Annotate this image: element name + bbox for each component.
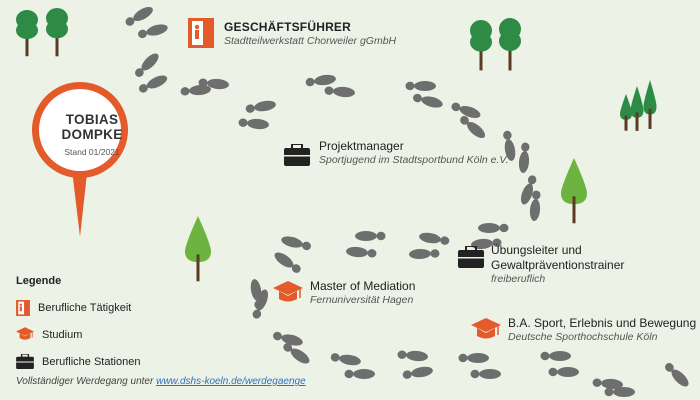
tree	[630, 86, 644, 131]
footprint	[604, 387, 635, 397]
footprint	[355, 231, 386, 241]
footprint	[665, 363, 689, 387]
footprint	[478, 223, 509, 233]
footprint	[324, 86, 355, 98]
tree	[620, 94, 632, 131]
footer-text: Vollständiger Werdegang unter	[16, 376, 157, 387]
station-subtitle: Sportjugend im Stadtsportbund Köln e.V.	[319, 154, 509, 166]
footprint	[470, 369, 501, 379]
footprint	[135, 53, 159, 77]
stand-date: Stand 01/2021	[64, 147, 120, 157]
footprint	[180, 84, 211, 96]
footprint	[245, 100, 276, 113]
footer: Vollständiger Werdegang unter www.dshs-k…	[16, 376, 306, 387]
station-master-mediation: Master of Mediation Fernuniversität Hage…	[310, 279, 415, 307]
footprint-path	[125, 7, 689, 397]
station-ba-sport: B.A. Sport, Erlebnis und Bewegung Deutsc…	[508, 316, 696, 344]
footprint	[125, 7, 153, 26]
footer-link[interactable]: www.dshs-koeln.de/werdegaenge	[156, 376, 306, 387]
tree	[499, 18, 521, 71]
footprint	[274, 252, 301, 273]
station-title: Übungsleiter und Gewaltpräventionstraine…	[491, 243, 625, 272]
station-subtitle: Deutsche Sporthochschule Köln	[508, 331, 658, 343]
door-icon	[188, 18, 214, 48]
footprint	[138, 75, 168, 93]
footprint	[252, 289, 269, 319]
person-last-name: DOMPKE	[61, 127, 123, 142]
station-uebungsleiter: Übungsleiter und Gewaltpräventionstraine…	[491, 243, 700, 286]
tree	[185, 216, 211, 282]
briefcase-icon	[458, 246, 484, 268]
location-pin	[32, 82, 128, 237]
footprint	[548, 367, 579, 377]
footprint	[402, 366, 433, 379]
station-subtitle: freiberuflich	[491, 273, 546, 285]
tree	[46, 8, 68, 57]
footprint	[419, 232, 450, 245]
person-first-name: TOBIAS	[65, 112, 119, 127]
footprint	[198, 78, 229, 90]
footprint	[503, 130, 516, 161]
tree	[643, 80, 657, 129]
door-icon	[16, 299, 30, 316]
footprint	[305, 74, 336, 87]
footprint	[346, 246, 377, 258]
briefcase-icon	[16, 354, 34, 369]
briefcase-icon	[284, 144, 310, 166]
footprint	[397, 350, 428, 362]
graduation-cap-icon	[16, 327, 34, 340]
footprint	[458, 353, 489, 363]
footprint	[409, 248, 440, 260]
station-geschaeftsfuehrer: GESCHÄFTSFÜHRER Stadtteilwerkstatt Chorw…	[224, 20, 396, 48]
legend-label: Studium	[42, 328, 83, 341]
station-title: Projektmanager	[319, 139, 404, 153]
legend: Legende Berufliche Tätigkeit Studium	[16, 275, 140, 375]
legend-label: Berufliche Stationen	[42, 355, 141, 368]
footprint	[330, 353, 361, 366]
legend-item-taetigkeit: Berufliche Tätigkeit	[16, 294, 140, 321]
footprint	[529, 190, 541, 221]
station-title: B.A. Sport, Erlebnis und Bewegung	[508, 316, 697, 330]
footprint	[138, 24, 168, 39]
station-projektmanager: Projektmanager Sportjugend im Stadtsport…	[319, 139, 509, 167]
footprint	[281, 236, 311, 251]
footprint	[405, 81, 436, 91]
tree	[561, 158, 587, 224]
trees	[16, 8, 657, 282]
legend-label: Berufliche Tätigkeit	[38, 301, 132, 314]
station-subtitle: Fernuniversität Hagen	[310, 294, 414, 306]
person-pin-label: TOBIAS DOMPKE Stand 01/2021	[37, 112, 147, 157]
footprint	[344, 369, 375, 379]
footprint	[413, 93, 443, 108]
footprint	[518, 142, 530, 173]
tree	[16, 10, 38, 57]
footprint	[592, 378, 623, 390]
graduation-cap-icon	[273, 281, 303, 302]
legend-title: Legende	[16, 275, 62, 287]
footprint	[283, 343, 310, 364]
station-title: GESCHÄFTSFÜHRER	[224, 20, 352, 34]
footprint	[520, 175, 537, 205]
footprint	[238, 118, 269, 130]
footprint	[273, 331, 303, 346]
graduation-cap-icon	[471, 318, 501, 339]
station-subtitle: Stadtteilwerkstatt Chorweiler gGmbH	[224, 35, 397, 47]
tree	[470, 20, 492, 71]
station-title: Master of Mediation	[310, 279, 416, 293]
legend-item-stationen: Berufliche Stationen	[16, 348, 140, 375]
footprint	[460, 116, 486, 139]
legend-item-studium: Studium	[16, 321, 140, 348]
footprint	[451, 102, 481, 119]
footprint	[540, 351, 571, 361]
